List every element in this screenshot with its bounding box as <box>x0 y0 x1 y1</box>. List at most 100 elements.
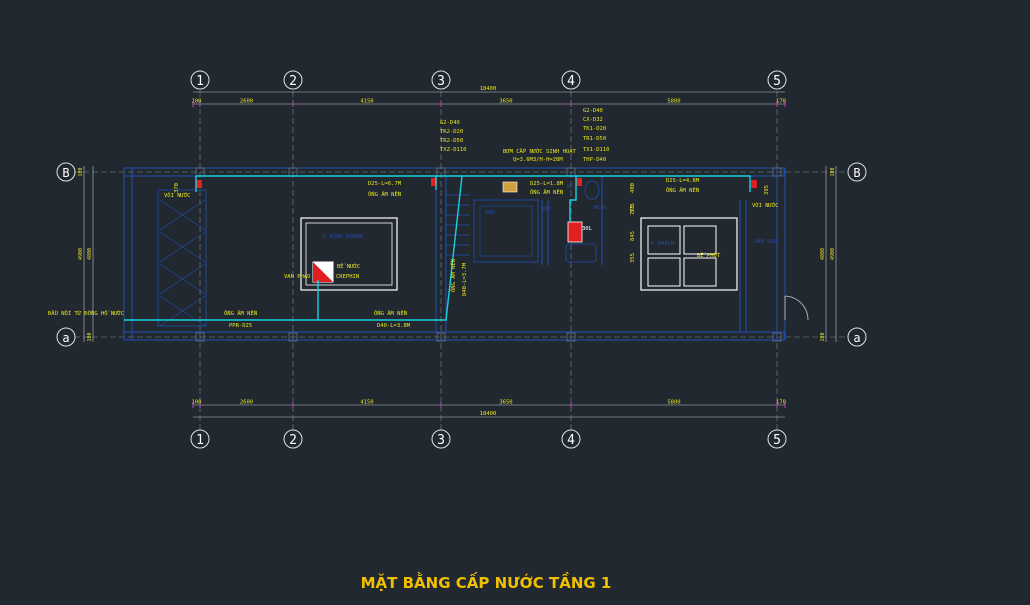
label-n370: 370 <box>174 183 180 193</box>
valve <box>751 180 757 188</box>
dim-segment: 170 <box>776 400 786 406</box>
label-n845: 845 <box>630 231 636 241</box>
grid-bubble <box>431 429 451 449</box>
valve <box>576 178 582 186</box>
grid-bubble-label: 3 <box>437 433 445 448</box>
valve <box>196 180 202 188</box>
water-tank-inner <box>305 222 393 286</box>
grid-bubble-label: B <box>62 166 69 180</box>
gate-pattern <box>159 263 206 295</box>
grid-bubble <box>847 162 867 182</box>
grid-bubble-label: 2 <box>289 433 297 448</box>
gate-pattern <box>159 231 206 263</box>
grid-bubble-label: a <box>62 331 69 345</box>
label-ong_am_nen_1: ỐNG ÂM NỀN <box>368 190 401 198</box>
label-wc: WC <box>567 184 574 190</box>
grid-bubble <box>190 70 210 90</box>
dim-segment: 4150 <box>360 99 373 105</box>
dim-segment: 3650 <box>499 400 512 406</box>
label-d40_38: D40-L=3.8M <box>377 323 411 329</box>
septic-cell <box>647 225 681 255</box>
grid-bubble <box>431 70 451 90</box>
septic-cell <box>683 257 717 287</box>
gate-pattern <box>159 295 206 327</box>
label-n400: 400 <box>630 183 636 193</box>
label-d25_18: D25-L=1.8M <box>530 181 564 187</box>
label-n375: 375 <box>630 203 636 213</box>
dim-side: 100 <box>87 332 93 341</box>
dim-segment: 100 <box>192 400 202 406</box>
washbasin <box>565 243 597 263</box>
wall <box>123 167 133 341</box>
float-valve-mark <box>313 262 333 282</box>
column <box>288 332 298 342</box>
column <box>195 332 205 342</box>
grid-bubble <box>283 70 303 90</box>
grid-bubble <box>847 327 867 347</box>
pipe <box>740 175 751 192</box>
dim-segment: 170 <box>776 99 786 105</box>
label-wc01: WC01 <box>594 205 607 211</box>
column <box>566 332 576 342</box>
label-d25_48: D25-L=4.8M <box>666 178 700 184</box>
label-be_phot: BỂ PHỐT <box>697 251 721 259</box>
dim-side: 4800 <box>87 248 93 260</box>
label-p_khach: P.KHÁCH <box>651 240 674 247</box>
grid-bubble-label: 5 <box>773 74 781 89</box>
pipe <box>569 176 577 222</box>
grid-bubble <box>56 327 76 347</box>
label-ong_am_nen_4: ỐNG ÂM NỀN <box>224 309 257 317</box>
dim-segment: 100 <box>192 99 202 105</box>
grid-bubble <box>767 70 787 90</box>
column <box>436 332 446 342</box>
drawing-title: MẶT BẰNG CẤP NƯỚC TẦNG 1 <box>361 571 612 592</box>
pump <box>502 181 518 193</box>
dim-side: 100 <box>820 332 826 341</box>
grid-bubble <box>767 429 787 449</box>
dim-total: 18400 <box>480 411 497 417</box>
label-pump_title: BƠM CẤP NƯỚC SINH HOẠT <box>503 148 577 155</box>
label-ong_am_nen_3: ỐNG ÂM NỀN <box>666 186 699 194</box>
label-txz_d110: TXZ-D110 <box>440 147 467 153</box>
label-crephin: CREPHIN <box>336 274 359 280</box>
toilet <box>584 180 600 200</box>
grid-bubble-label: 1 <box>196 74 204 89</box>
label-voi_nuoc_l: VÒI NƯỚC <box>164 192 191 199</box>
grid-bubble-label: 5 <box>773 433 781 448</box>
dim-segment: 5800 <box>667 400 680 406</box>
water-heater <box>567 221 583 243</box>
label-d40_37: D40-L=3.7M <box>462 262 468 296</box>
dim-segment: 2600 <box>240 400 253 406</box>
label-kinh_doanh: P.KINH DOANH <box>323 234 363 240</box>
wall <box>776 167 786 341</box>
label-ong_am_nen_2: ỐNG ÂM NỀN <box>530 188 563 196</box>
stair-inner <box>479 205 533 257</box>
grid-bubble <box>56 162 76 182</box>
stair-well <box>473 199 539 263</box>
walls <box>123 167 809 342</box>
valve <box>431 178 437 186</box>
label-van_phao: VAN PHAO <box>284 274 311 280</box>
label-be_nuoc: BỂ NƯỚC <box>337 262 360 270</box>
label-tx1_d110: TX1-D110 <box>583 147 610 153</box>
grid-bubble <box>283 429 303 449</box>
dim-total: 18400 <box>480 86 497 92</box>
label-n395: 395 <box>764 185 770 195</box>
label-san_sau: SÂN SAU <box>754 238 777 245</box>
label-tk2_d20: TK2-D20 <box>440 129 463 135</box>
water-tank-outer <box>300 217 398 291</box>
grid-bubble-label: 3 <box>437 74 445 89</box>
column <box>772 167 782 177</box>
grid-bubble <box>561 70 581 90</box>
grid-bubble-label: a <box>853 331 860 345</box>
dim-side: 100 <box>830 167 836 176</box>
dim-side: 4900 <box>78 248 84 260</box>
label-kho: KHO <box>485 210 495 216</box>
septic-cell <box>647 257 681 287</box>
dim-side: 4900 <box>830 248 836 260</box>
label-ppr_d25: PPR-D25 <box>229 323 252 329</box>
